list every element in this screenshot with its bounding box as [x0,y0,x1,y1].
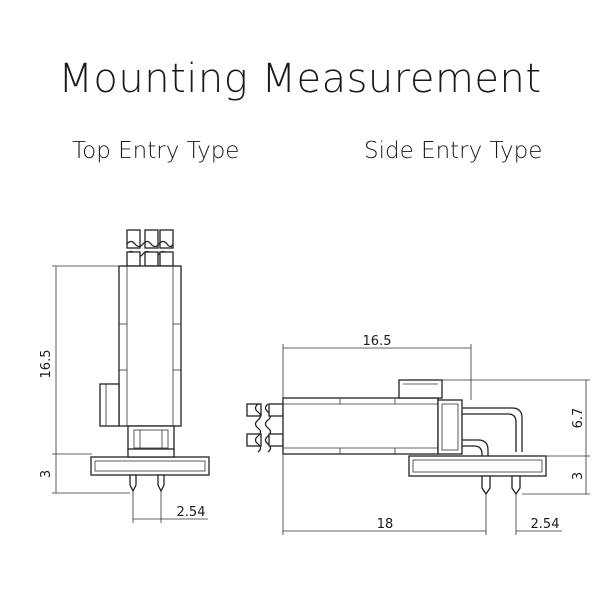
top-entry-label: Top Entry Type [72,138,240,164]
side-entry-pitch-dim: 2.54 [531,517,560,532]
page-title: Mounting Measurement [58,56,542,102]
side-entry-label: Side Entry Type [364,138,543,164]
side-entry-pins [481,475,521,496]
side-entry-bent-pins [462,407,523,456]
top-entry-height-dim: 16.5 [39,350,54,379]
top-entry-pitch-dim: 2.54 [177,505,206,520]
side-entry-length-dim: 16.5 [363,334,392,349]
top-entry-drawing: 16.5 3 2.54 [39,229,210,523]
side-entry-base-dim: 3 [571,472,586,480]
side-entry-base [408,455,547,477]
side-entry-height-dim: 6.7 [571,408,586,429]
side-entry-total-dim: 18 [377,517,394,532]
top-entry-base-dim: 3 [39,470,54,478]
side-entry-connector-body [282,379,463,455]
side-entry-dimensions [282,344,590,535]
side-entry-drawing: 16.5 6.7 3 18 2.54 [246,334,590,535]
top-entry-dimensions [52,265,208,523]
top-entry-wire-stubs [126,229,174,267]
side-entry-wire-stubs [246,403,284,453]
top-entry-connector-body [99,265,182,451]
top-entry-pins [129,474,165,493]
top-entry-base [90,448,210,476]
